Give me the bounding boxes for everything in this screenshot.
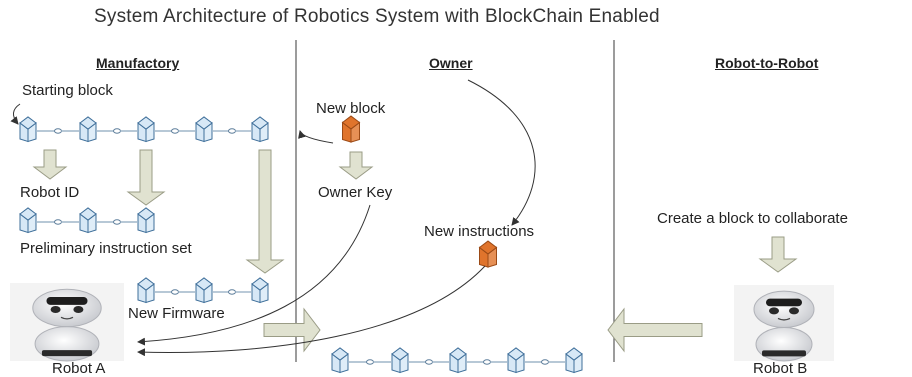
curve-arrow-owner-key-to-robot bbox=[137, 204, 371, 346]
label-owner-key: Owner Key bbox=[318, 184, 393, 201]
label-robot-b: Robot B bbox=[753, 360, 808, 377]
label-new-block: New block bbox=[316, 100, 386, 117]
chain-link bbox=[228, 128, 236, 134]
label-robot-a: Robot A bbox=[52, 360, 106, 377]
chain-link bbox=[113, 219, 121, 225]
label-new-instructions: New instructions bbox=[424, 223, 535, 240]
label-preliminary-instruction-set: Preliminary instruction set bbox=[20, 240, 192, 257]
curve-arrow-starting-block bbox=[10, 103, 21, 125]
down-arrow-collaborate bbox=[758, 236, 798, 273]
chain-link bbox=[366, 359, 374, 365]
robot-a-image bbox=[10, 283, 124, 362]
section-header-owner: Owner bbox=[429, 55, 473, 71]
chain-link bbox=[171, 289, 179, 295]
blockchain-block bbox=[251, 277, 269, 304]
curve-arrow-instructions-to-robot bbox=[137, 265, 486, 357]
blockchain-block bbox=[195, 116, 213, 143]
down-arrow-robot-id bbox=[32, 149, 68, 180]
label-create-block-collaborate: Create a block to collaborate bbox=[657, 210, 848, 227]
chain-link bbox=[54, 128, 62, 134]
down-arrow-firmware bbox=[245, 149, 285, 274]
left-arrow-to-chain bbox=[607, 307, 703, 353]
blockchain-block bbox=[79, 207, 97, 234]
curve-arrow-new-instructions bbox=[467, 79, 536, 226]
section-header-manufactory: Manufactory bbox=[96, 55, 180, 71]
blockchain-block bbox=[19, 116, 37, 143]
right-arrow-to-chain bbox=[263, 307, 321, 353]
down-arrow-preliminary bbox=[126, 149, 166, 206]
chain-link bbox=[541, 359, 549, 365]
chain-link bbox=[54, 219, 62, 225]
new-instructions-block bbox=[478, 240, 498, 268]
label-new-firmware: New Firmware bbox=[128, 305, 225, 322]
blockchain-block bbox=[79, 116, 97, 143]
blockchain-block bbox=[331, 347, 349, 374]
section-header-robot-to-robot: Robot-to-Robot bbox=[715, 55, 819, 71]
blockchain-block bbox=[137, 277, 155, 304]
chain-link bbox=[228, 289, 236, 295]
chain-link bbox=[483, 359, 491, 365]
blockchain-block bbox=[565, 347, 583, 374]
blockchain-block bbox=[251, 116, 269, 143]
curve-arrow-new-block bbox=[298, 130, 334, 144]
chain-link bbox=[171, 128, 179, 134]
new-block-orange bbox=[341, 115, 361, 143]
chain-link bbox=[113, 128, 121, 134]
robot-b-image bbox=[734, 285, 834, 362]
blockchain-block bbox=[137, 207, 155, 234]
down-arrow-owner-key bbox=[338, 151, 374, 180]
blockchain-block bbox=[391, 347, 409, 374]
diagram-title: System Architecture of Robotics System w… bbox=[94, 6, 660, 27]
blockchain-block bbox=[449, 347, 467, 374]
label-robot-id: Robot ID bbox=[20, 184, 80, 201]
blockchain-block bbox=[19, 207, 37, 234]
chain-link bbox=[425, 359, 433, 365]
blockchain-block bbox=[507, 347, 525, 374]
blockchain-block bbox=[137, 116, 155, 143]
blockchain-block bbox=[195, 277, 213, 304]
label-starting-block: Starting block bbox=[22, 82, 113, 99]
